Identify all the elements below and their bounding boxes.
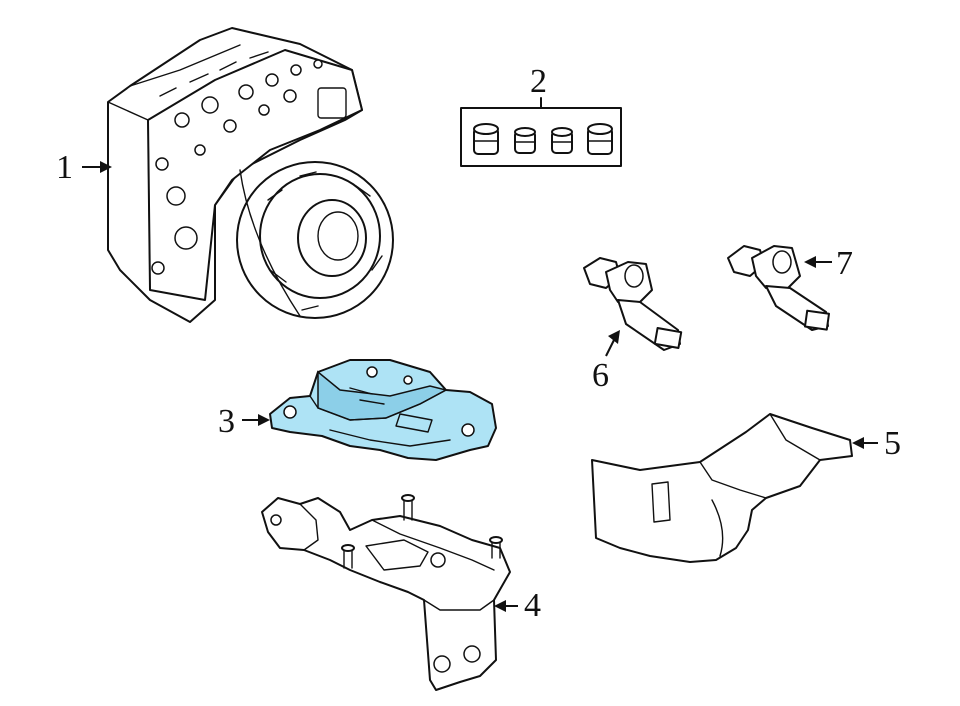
grommet <box>551 127 573 154</box>
part-4-mounting-bracket[interactable] <box>261 494 511 691</box>
callout-number-4: 4 <box>524 587 541 624</box>
callout-number-3: 3 <box>218 403 235 440</box>
callout-number-7: 7 <box>836 245 853 282</box>
callout-number-1: 1 <box>56 149 73 186</box>
part-7-speed-sensor[interactable] <box>727 245 830 331</box>
callout-6: 6 <box>592 330 620 394</box>
callout-number-2: 2 <box>530 63 547 100</box>
part-3-control-bracket[interactable] <box>269 359 497 461</box>
part-1-abs-modulator[interactable] <box>107 27 394 323</box>
callout-7: 7 <box>804 245 853 282</box>
callout-2: 2 <box>530 63 547 100</box>
callout-3: 3 <box>218 403 270 440</box>
callout-number-5: 5 <box>884 425 901 462</box>
part-2-grommet-kit[interactable] <box>460 97 622 167</box>
grommet <box>587 123 613 155</box>
grommet <box>473 123 499 155</box>
callout-1: 1 <box>56 149 112 186</box>
callout-number-6: 6 <box>592 357 609 394</box>
callout-4: 4 <box>494 587 541 624</box>
part-6-speed-sensor[interactable] <box>583 257 683 351</box>
part-5-heat-shield[interactable] <box>591 413 853 563</box>
callout-5: 5 <box>852 425 901 462</box>
grommet <box>514 127 536 154</box>
